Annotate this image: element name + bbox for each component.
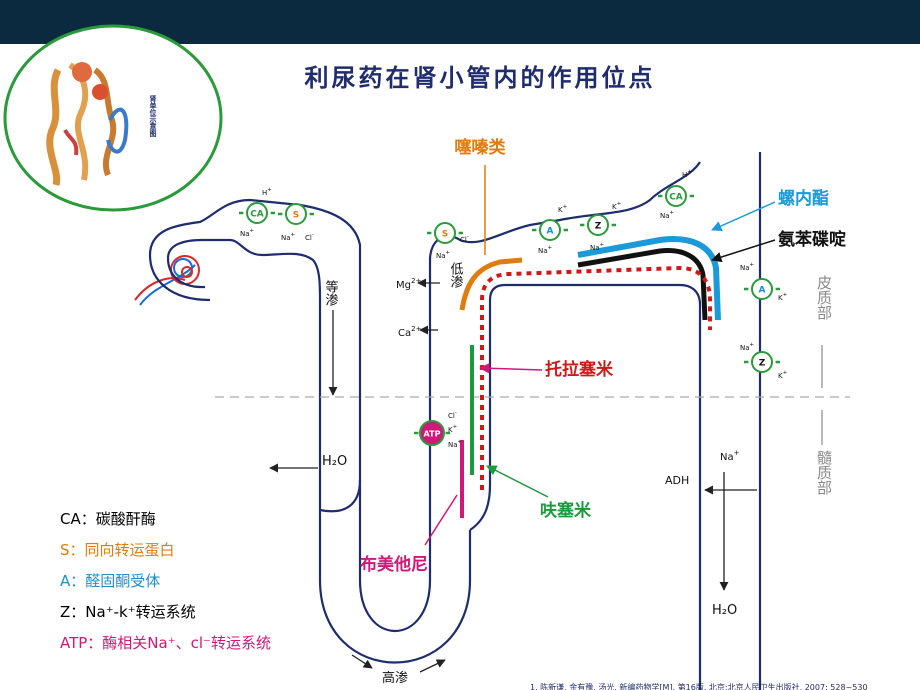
transporter-ca-5: CA H+ Na+ xyxy=(658,169,694,220)
isosmotic-label: 等渗 xyxy=(323,279,339,306)
transporter-label: Z xyxy=(595,222,602,232)
ion-label: Na+ xyxy=(240,228,255,238)
torasemide-pointer xyxy=(478,363,543,374)
transporter-ca-0: CA H+ Na+ xyxy=(239,187,275,238)
thiazide-site xyxy=(459,257,523,311)
page-title: 利尿药在肾小管内的作用位点 xyxy=(305,64,656,92)
ion-label: K+ xyxy=(612,201,622,211)
transporter-circle xyxy=(587,214,609,236)
ion-label: Na+ xyxy=(590,242,605,252)
ion-label: Cl- xyxy=(460,234,469,244)
transporter-atp-8: ATP Cl- K+ Na+ xyxy=(414,410,463,449)
ion-label: Na+ xyxy=(538,245,553,255)
na-right-label: Na+ xyxy=(720,449,740,463)
torasemide-label: 托拉塞米 xyxy=(545,359,614,380)
legend-item: A：醛固酮受体 xyxy=(60,572,160,590)
legend-item: Z：Na⁺-k⁺转运系统 xyxy=(60,603,196,621)
transporter-circle xyxy=(285,203,307,225)
ion-label: Na+ xyxy=(740,262,755,272)
transporter-circle xyxy=(751,351,773,373)
furosemide-dots xyxy=(480,265,712,490)
triamterene-pointer xyxy=(710,239,776,263)
transporter-z-4: Z K+ Na+ xyxy=(580,201,622,252)
medulla-label: 髓质部 xyxy=(815,450,833,495)
transporter-s-1: S Na+ Cl- xyxy=(278,203,314,242)
furosemide-label: 呋塞米 xyxy=(540,500,592,521)
ion-label: Na+ xyxy=(660,210,675,220)
flow-arrow-loop-b xyxy=(419,659,446,673)
transporter-circle xyxy=(419,420,445,446)
mg-label: Mg2+ xyxy=(396,277,421,291)
ion-label: Cl- xyxy=(448,410,457,420)
legend: CA：碳酸酐酶 S：同向转运蛋白 A：醛固酮受体 Z：Na⁺-k⁺转运系统 ATP：酶相… xyxy=(60,510,271,652)
transporter-circle xyxy=(539,219,561,241)
water-label-left: H₂O xyxy=(322,454,347,469)
ca-label: Ca2+ xyxy=(398,325,422,339)
transporter-label: S xyxy=(293,211,299,221)
ion-label: H+ xyxy=(262,187,272,197)
footnote: 1. 陈新谦, 金有豫, 汤光. 新编药物学[M]. 第16版. 北京:北京人民… xyxy=(530,682,868,690)
legend-item: S：同向转运蛋白 xyxy=(60,541,175,559)
spironolactone-label: 螺内酯 xyxy=(778,188,829,209)
ion-label: Na+ xyxy=(436,250,451,260)
transporter-label: Z xyxy=(759,359,766,369)
transporter-label: S xyxy=(442,230,448,240)
transporter-label: ATP xyxy=(424,430,441,439)
transporter-circle xyxy=(751,278,773,300)
ion-label: Na+ xyxy=(740,342,755,352)
transporter-label: A xyxy=(547,227,554,237)
spironolactone-pointer xyxy=(711,201,776,231)
hyposmotic-label: 低渗 xyxy=(448,262,464,288)
legend-item: CA：碳酸酐酶 xyxy=(60,510,156,528)
cortex-label: 皮质部 xyxy=(815,275,833,320)
triamterene-site xyxy=(577,247,708,321)
ca-text: Ca xyxy=(398,328,411,339)
transporter-label: CA xyxy=(250,210,264,220)
na-right-text: Na xyxy=(720,452,734,463)
adh-label: ADH xyxy=(665,474,689,487)
ion-label: K+ xyxy=(778,370,788,380)
furosemide-pointer xyxy=(486,465,549,498)
legend-item: ATP：酶相关Na⁺、cl⁻转运系统 xyxy=(60,634,271,652)
flow-arrow-loop-a xyxy=(351,654,373,669)
bumetanide-label: 布美他尼 xyxy=(360,554,428,575)
triamterene-label: 氨苯碟啶 xyxy=(778,229,846,250)
mg-text: Mg xyxy=(396,280,411,291)
ion-label: K+ xyxy=(558,204,568,214)
ion-label: H+ xyxy=(682,169,692,179)
bumetanide-pointer xyxy=(424,494,458,546)
ion-label: Cl- xyxy=(305,232,314,242)
transporter-a-6: A Na+ K+ xyxy=(740,262,788,302)
ion-label: K+ xyxy=(778,292,788,302)
transporter-a-3: A K+ Na+ xyxy=(532,204,568,255)
water-label-right: H₂O xyxy=(712,603,737,618)
transporter-circle xyxy=(434,222,456,244)
inset-label: 肾单位示意图 xyxy=(149,94,158,138)
transporter-label: CA xyxy=(669,193,683,203)
thiazide-label: 噻嗪类 xyxy=(455,137,507,158)
ion-label: Na+ xyxy=(448,439,463,449)
spironolactone-site xyxy=(577,236,721,321)
nephron-inset: 肾单位示意图 xyxy=(3,24,223,212)
hyperosmotic-label: 高渗 xyxy=(382,670,408,686)
transporter-circle xyxy=(246,202,268,224)
transporters: CA H+ Na+ S Na+ Cl- S Cl- Na+ A K+ Na+ Z K+ Na+ CA H+ Na+… xyxy=(239,169,788,449)
ion-label: Na+ xyxy=(281,232,296,242)
ion-label: K+ xyxy=(448,424,458,434)
transporter-label: A xyxy=(759,286,766,296)
transporter-z-7: Z Na+ K+ xyxy=(740,342,788,380)
nephron-inset-sketch xyxy=(46,62,129,186)
transporter-s-2: S Cl- Na+ xyxy=(427,222,469,260)
transporter-circle xyxy=(665,185,687,207)
